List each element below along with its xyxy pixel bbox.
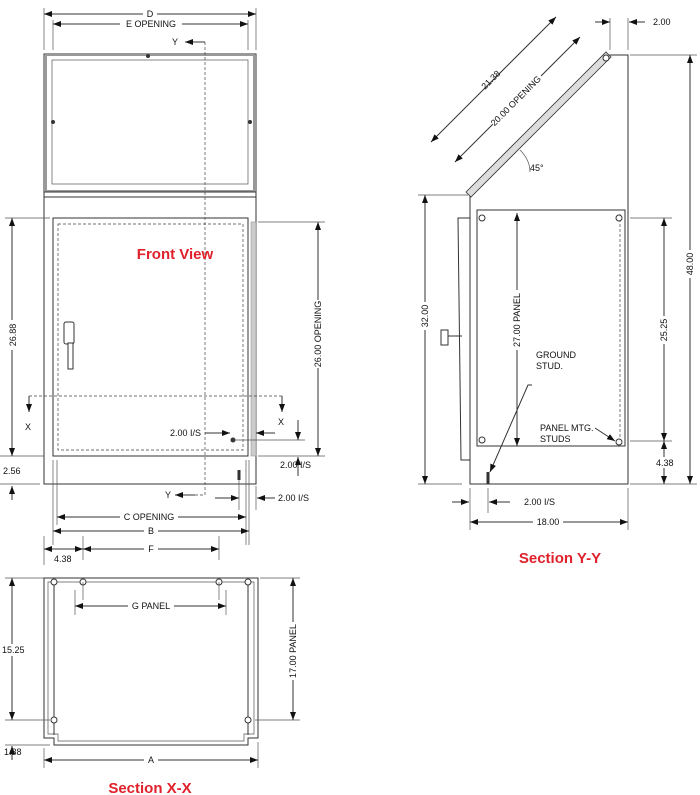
window-pane	[51, 59, 249, 185]
dim-a: A	[148, 755, 154, 765]
dim-2-00-is-bottom: 2.00 I/S	[278, 493, 309, 503]
dim-45-degree: 45°	[530, 163, 544, 173]
ground-stud-label: GROUND	[536, 350, 576, 360]
window-frame	[45, 54, 255, 192]
dim-2-00-is-inner: 2.00 I/S	[170, 428, 201, 438]
dim-32-00: 32.00	[420, 305, 430, 328]
section-mark-y-bottom: Y	[165, 490, 171, 500]
section-yy: 2.00 21.38 20.00 OPENING 45° 48.00 25.25…	[418, 16, 697, 567]
section-line-y	[195, 42, 206, 496]
dim-15-25: 15.25	[2, 645, 25, 655]
door[interactable]	[52, 217, 249, 457]
dim-27-00-panel: 27.00 PANEL	[512, 293, 522, 347]
section-mark-x-left: X	[25, 422, 31, 432]
front-view-title: Front View	[137, 246, 214, 263]
panel-mtg-stud-icons	[50, 578, 252, 724]
section-xx-title: Section X-X	[108, 780, 191, 795]
panel-mtg-studs-label-2: STUDS	[540, 434, 571, 444]
dim-26-00-opening: 26.00 OPENING	[313, 301, 323, 368]
section-yy-title: Section Y-Y	[519, 550, 601, 567]
dim-2-00-is-right: 2.00 I/S	[280, 460, 311, 470]
dim-g-panel: G PANEL	[132, 601, 170, 611]
ground-stud-label-2: STUD.	[536, 361, 563, 371]
dim-21-38: 21.38	[479, 68, 502, 91]
dim-20-00-opening: 20.00 OPENING	[489, 74, 543, 128]
door-opening-dashed	[57, 223, 244, 451]
dim-26-88: 26.88	[8, 324, 18, 347]
dim-f: F	[148, 544, 154, 554]
dim-4-38: 4.38	[54, 554, 72, 564]
dim-top-2-00: 2.00	[653, 17, 671, 27]
front-view: Y Y X X D E OPENING 26.88 2.56 26.00 OPE…	[0, 8, 325, 565]
dim-d: D	[147, 9, 154, 19]
dim-1-38: 1.38	[4, 747, 22, 757]
section-mark-x-right: X	[278, 417, 284, 427]
panel	[476, 209, 626, 447]
section-xx-outline	[43, 577, 259, 746]
dim-2-56: 2.56	[3, 466, 21, 476]
dim-25-25: 25.25	[659, 319, 669, 342]
dim-17-00-panel: 17.00 PANEL	[288, 624, 298, 678]
dim-b: B	[148, 526, 154, 536]
door-handle[interactable]	[63, 321, 75, 345]
dim-2-00-is-yy: 2.00 I/S	[524, 497, 555, 507]
dim-c-opening: C OPENING	[124, 512, 175, 522]
cabinet-outline	[43, 53, 257, 485]
section-mark-y-top: Y	[172, 37, 178, 47]
dim-48-00: 48.00	[685, 253, 695, 276]
dim-e-opening: E OPENING	[126, 19, 176, 29]
dim-18-00: 18.00	[537, 517, 560, 527]
panel-mtg-studs-label: PANEL MTG.	[540, 423, 594, 433]
stud-icons	[478, 214, 623, 446]
door-side[interactable]	[457, 217, 471, 461]
hinge	[250, 221, 257, 457]
section-xx: G PANEL 15.25 1.38 17.00 PANEL A Section…	[0, 577, 300, 795]
dim-4-38-yy: 4.38	[656, 458, 674, 468]
